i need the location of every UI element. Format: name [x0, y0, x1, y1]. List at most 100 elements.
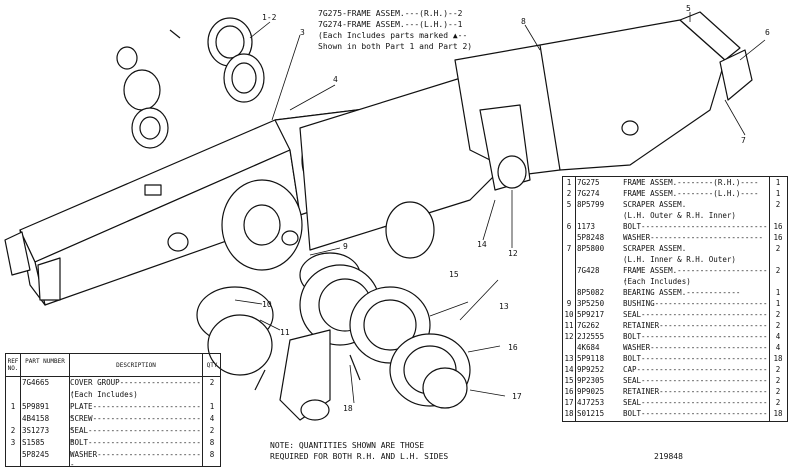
cell-qty: 1	[775, 189, 781, 198]
cell-ref: 10	[564, 310, 574, 319]
cell-qty: 2	[775, 200, 781, 209]
cell-part: S01215	[577, 409, 605, 418]
cell-part: 5P9118	[577, 354, 605, 363]
cell-part: 5P9891	[22, 402, 50, 411]
cell-part: 4J7253	[577, 398, 605, 407]
cell-desc: BUSHING-------------------------	[623, 299, 768, 308]
header-line-3: (Each Includes parts marked ▲--	[318, 31, 468, 40]
cell-ref: 17	[564, 398, 574, 407]
header-ref: REF NO.	[7, 358, 19, 372]
bearing-parts-drawing	[196, 201, 471, 421]
cell-qty: 18	[773, 354, 783, 363]
cell-desc: WASHER--------------------------	[623, 343, 768, 352]
cell-part: 1173	[577, 222, 596, 231]
callout-3: 3	[300, 28, 305, 37]
cell-qty: 2	[775, 387, 781, 396]
cell-part: 3S1273	[22, 426, 50, 435]
cell-qty: 2	[775, 310, 781, 319]
left-table-header: REF NO. PART NUMBER DESCRIPTION QTY	[6, 354, 220, 377]
callout-12: 12	[508, 249, 518, 258]
header-line-2: 7G274-FRAME ASSEM.---(L.H.)--1	[318, 20, 463, 29]
leader-lines	[234, 12, 766, 404]
cell-desc: BOLT----------------------------	[623, 409, 768, 418]
cell-part: 7G275	[577, 178, 600, 187]
cell-desc: WASHER------------------------	[70, 450, 201, 469]
cell-qty: 2	[775, 376, 781, 385]
cell-desc: COVER GROUP-------------------	[70, 378, 201, 397]
cell-part: 7G4665	[22, 378, 50, 387]
illustration-number: 219848	[654, 452, 683, 461]
cell-desc: BEARING ASSEM.------------	[623, 288, 741, 297]
cell-desc: FRAME ASSEM.---------------------	[623, 266, 768, 285]
callout-13: 13	[499, 302, 509, 311]
note-line-1: NOTE: QUANTITIES SHOWN ARE THOSE	[270, 441, 425, 450]
note-line-2: REQUIRED FOR BOTH R.H. AND L.H. SIDES	[270, 452, 449, 461]
cell-qty: 2	[209, 378, 215, 387]
cell-part: 2J2555	[577, 332, 605, 341]
callout-10: 10	[262, 300, 272, 309]
cell-desc: RETAINER-------------------------	[623, 321, 768, 340]
callout-1-2: 1-2	[262, 13, 277, 22]
callout-6: 6	[765, 28, 770, 37]
cell-ref: 16	[564, 387, 574, 396]
callout-9: 9	[343, 242, 348, 251]
cell-ref: 1	[10, 402, 16, 411]
table-row: 7G4665 COVER GROUP------------------- 2	[6, 378, 220, 397]
header-line-1: 7G275-FRAME ASSEM.---(R.H.)--2	[318, 9, 463, 18]
cell-ref: 11	[564, 321, 574, 330]
cell-ref: 15	[564, 376, 574, 385]
table-row: (Each Includes)	[6, 390, 220, 400]
cell-qty: 16	[773, 233, 783, 242]
cell-qty: 8	[209, 438, 215, 447]
table-row: 2 7G274 FRAME ASSEM.--------(L.H.)---- 1	[563, 189, 787, 199]
cell-desc: BOLT--------------------------	[70, 438, 201, 457]
callout-11: 11	[280, 328, 290, 337]
cell-qty: 1	[775, 178, 781, 187]
cell-desc: FRAME ASSEM.--------(R.H.)----	[623, 178, 759, 187]
callout-18: 18	[343, 404, 353, 413]
cell-ref: 2	[566, 189, 572, 198]
cell-part: 5P8248	[577, 233, 605, 242]
cell-qty: 2	[775, 266, 781, 275]
cell-ref: 6	[566, 222, 572, 231]
cell-qty: 2	[775, 321, 781, 330]
header-qty: QTY	[206, 362, 218, 369]
cell-part: 5P9217	[577, 310, 605, 319]
cell-part: 9P9025	[577, 387, 605, 396]
cell-ref: 18	[564, 409, 574, 418]
cell-qty: 16	[773, 222, 783, 231]
cell-qty: 2	[209, 426, 215, 435]
quantity-note: NOTE: QUANTITIES SHOWN ARE THOSE REQUIRE…	[270, 440, 448, 462]
cell-qty: 1	[775, 299, 781, 308]
cell-ref: 13	[564, 354, 574, 363]
cell-desc: FRAME ASSEM.--------(L.H.)----	[623, 189, 759, 198]
callout-14: 14	[477, 240, 487, 249]
cell-qty: 1	[209, 402, 215, 411]
table-row: (L.H. Outer & R.H. Inner)	[563, 211, 787, 221]
cell-part: 9P9252	[577, 365, 605, 374]
cell-desc: CAP-----------------------------	[623, 365, 768, 374]
cell-qty: 2	[775, 244, 781, 253]
cell-ref: 5	[566, 200, 572, 209]
scraper-housing-drawing	[454, 11, 753, 191]
cell-desc: (L.H. Inner & R.H. Outer)	[623, 255, 736, 264]
cell-desc: (Each Includes)	[70, 390, 138, 399]
cell-part: 7G274	[577, 189, 600, 198]
cell-qty: 2	[775, 365, 781, 374]
callout-4: 4	[333, 75, 338, 84]
